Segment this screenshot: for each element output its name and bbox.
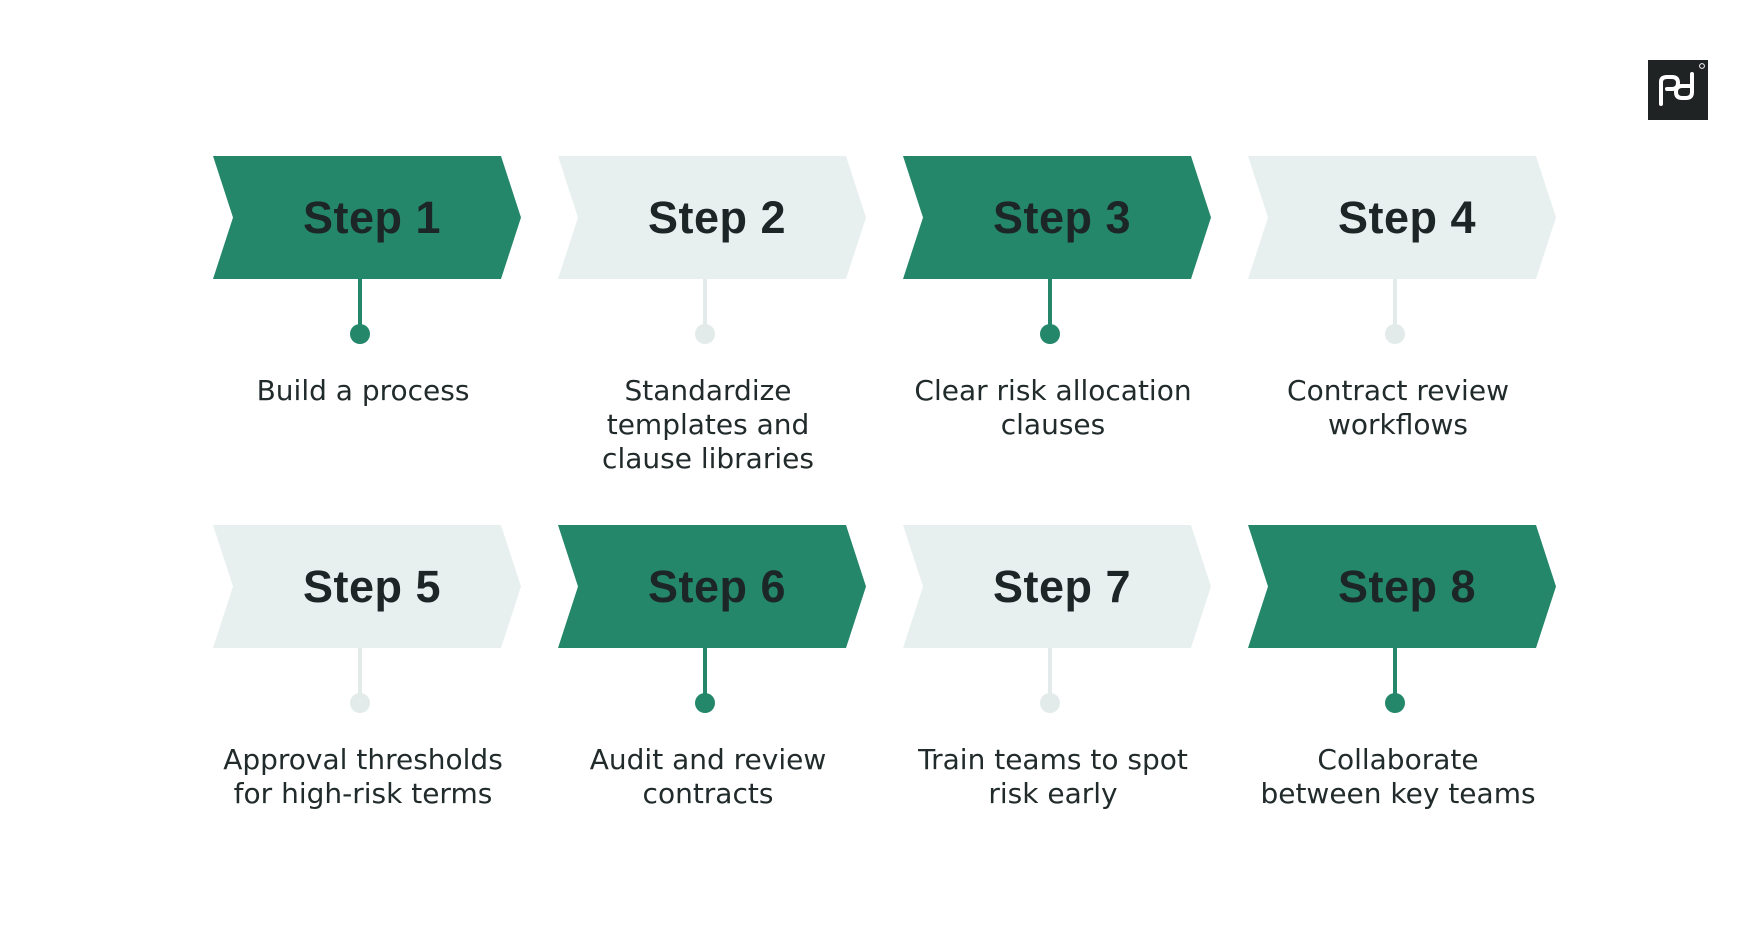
chevron-shape	[1248, 525, 1556, 648]
chevron-shape	[903, 525, 1211, 648]
brand-logo	[1648, 60, 1708, 120]
step-card: Step 6 Audit and review contracts	[558, 525, 866, 810]
chevron-shape	[558, 156, 866, 279]
step-dot	[350, 693, 370, 713]
step-description: Contract review workflows	[1287, 374, 1509, 441]
chevron-shape	[213, 525, 521, 648]
step-description: Clear risk allocation clauses	[914, 374, 1192, 441]
step-connector	[358, 648, 362, 700]
step-label: Step 6	[647, 560, 787, 612]
step-card: Step 3 Clear risk allocation clauses	[903, 156, 1211, 441]
step-label: Step 8	[1337, 560, 1477, 612]
step-dot	[695, 324, 715, 344]
step-description: Audit and review contracts	[589, 743, 827, 810]
step-chevron: Step 6	[558, 525, 866, 648]
step-label: Step 4	[1337, 191, 1477, 243]
step-card: Step 2 Standardize templates and clause …	[558, 156, 866, 475]
step-chevron-shape	[213, 525, 521, 648]
step-chevron-shape	[558, 525, 866, 648]
step-connector	[1048, 279, 1052, 331]
step-card: Step 5 Approval thresholds for high-risk…	[213, 525, 521, 810]
step-chevron: Step 5	[213, 525, 521, 648]
step-dot	[1385, 693, 1405, 713]
step-label: Step 1	[302, 191, 442, 243]
step-description: Build a process	[256, 374, 470, 407]
chevron-shape	[1248, 156, 1556, 279]
step-dot	[1385, 324, 1405, 344]
step-description: Train teams to spot risk early	[918, 743, 1188, 810]
step-card: Step 8 Collaborate between key teams	[1248, 525, 1556, 810]
step-connector	[703, 279, 707, 331]
step-connector	[1393, 279, 1397, 331]
pd-logo-icon	[1659, 63, 1705, 106]
chevron-shape	[213, 156, 521, 279]
step-connector	[1393, 648, 1397, 700]
step-chevron-shape	[903, 156, 1211, 279]
step-dot	[695, 693, 715, 713]
step-dot	[1040, 693, 1060, 713]
step-connector	[358, 279, 362, 331]
step-chevron: Step 4	[1248, 156, 1556, 279]
step-chevron-shape	[213, 156, 521, 279]
step-label: Step 5	[302, 560, 442, 612]
step-dot	[350, 324, 370, 344]
chevron-shape	[903, 156, 1211, 279]
step-chevron-shape	[1248, 156, 1556, 279]
step-chevron-shape	[558, 156, 866, 279]
step-chevron: Step 3	[903, 156, 1211, 279]
chevron-shape	[558, 525, 866, 648]
step-description: Approval thresholds for high-risk terms	[223, 743, 503, 810]
step-card: Step 4 Contract review workflows	[1248, 156, 1556, 441]
step-dot	[1040, 324, 1060, 344]
step-connector	[703, 648, 707, 700]
step-card: Step 1 Build a process	[213, 156, 521, 407]
step-chevron: Step 8	[1248, 525, 1556, 648]
step-chevron: Step 1	[213, 156, 521, 279]
step-description: Standardize templates and clause librari…	[602, 374, 814, 475]
step-card: Step 7 Train teams to spot risk early	[903, 525, 1211, 810]
step-chevron-shape	[1248, 525, 1556, 648]
step-connector	[1048, 648, 1052, 700]
step-chevron: Step 7	[903, 525, 1211, 648]
step-description: Collaborate between key teams	[1260, 743, 1536, 810]
step-chevron-shape	[903, 525, 1211, 648]
step-label: Step 7	[992, 560, 1132, 612]
step-label: Step 3	[992, 191, 1132, 243]
step-label: Step 2	[647, 191, 787, 243]
step-chevron: Step 2	[558, 156, 866, 279]
